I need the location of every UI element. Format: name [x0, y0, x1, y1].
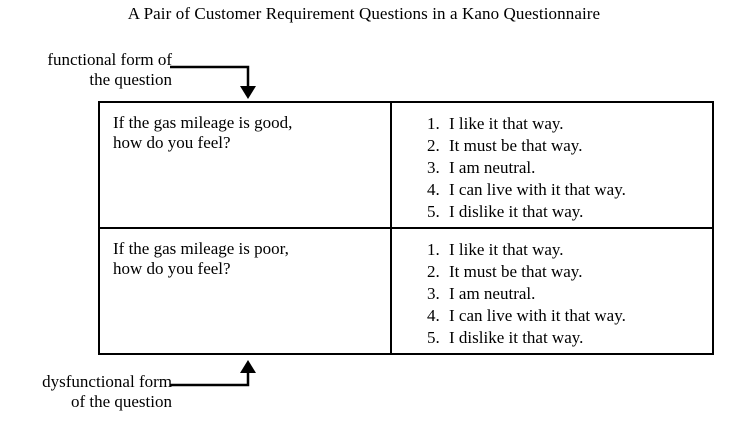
option-label: I am neutral. [449, 158, 536, 177]
question-text-line2: how do you feel? [113, 133, 231, 152]
question-text-line1: If the gas mileage is good, [113, 113, 293, 132]
option-number: 3. [427, 158, 440, 177]
page-title: A Pair of Customer Requirement Questions… [127, 4, 601, 23]
list-item[interactable]: 2. It must be that way. [427, 135, 712, 157]
answer-option-list-functional: 1. I like it that way. 2. It must be that … [392, 103, 712, 223]
option-label: I dislike it that way. [449, 328, 584, 347]
list-item[interactable]: 3. I am neutral. [427, 283, 712, 305]
table-row: If the gas mileage is good, how do you f… [98, 101, 714, 229]
option-label: I am neutral. [449, 284, 536, 303]
list-item[interactable]: 5. I dislike it that way. [427, 201, 712, 223]
option-label: I like it that way. [449, 240, 564, 259]
option-number: 5. [427, 328, 440, 347]
dysfunctional-form-label: dysfunctional form of the question [7, 372, 172, 412]
option-number: 2. [427, 136, 440, 155]
question-text-functional: If the gas mileage is good, how do you f… [100, 103, 390, 153]
question-cell-functional: If the gas mileage is good, how do you f… [98, 101, 392, 229]
answer-option-list-dysfunctional: 1. I like it that way. 2. It must be that … [392, 229, 712, 349]
option-number: 1. [427, 240, 440, 259]
dysfunctional-form-label-line1: dysfunctional form [42, 372, 172, 391]
option-label: It must be that way. [449, 262, 583, 281]
option-number: 5. [427, 202, 440, 221]
functional-form-label-line1: functional form of [47, 50, 172, 69]
option-number: 1. [427, 114, 440, 133]
list-item[interactable]: 1. I like it that way. [427, 239, 712, 261]
list-item[interactable]: 5. I dislike it that way. [427, 327, 712, 349]
option-number: 2. [427, 262, 440, 281]
answer-cell-functional: 1. I like it that way. 2. It must be that … [390, 101, 714, 229]
option-label: I like it that way. [449, 114, 564, 133]
question-table: If the gas mileage is good, how do you f… [98, 101, 714, 355]
list-item[interactable]: 1. I like it that way. [427, 113, 712, 135]
question-cell-dysfunctional: If the gas mileage is poor, how do you f… [98, 227, 392, 355]
list-item[interactable]: 4. I can live with it that way. [427, 305, 712, 327]
functional-form-label-line2: the question [89, 70, 172, 89]
list-item[interactable]: 2. It must be that way. [427, 261, 712, 283]
question-text-dysfunctional: If the gas mileage is poor, how do you f… [100, 229, 390, 279]
option-label: I can live with it that way. [449, 306, 626, 325]
question-text-line2: how do you feel? [113, 259, 231, 278]
question-text-line1: If the gas mileage is poor, [113, 239, 289, 258]
table-row: If the gas mileage is poor, how do you f… [98, 227, 714, 355]
option-number: 4. [427, 306, 440, 325]
list-item[interactable]: 3. I am neutral. [427, 157, 712, 179]
option-number: 3. [427, 284, 440, 303]
list-item[interactable]: 4. I can live with it that way. [427, 179, 712, 201]
option-label: I can live with it that way. [449, 180, 626, 199]
functional-form-label: functional form of the question [7, 50, 172, 90]
dysfunctional-form-label-line2: of the question [70, 392, 172, 411]
option-number: 4. [427, 180, 440, 199]
option-label: It must be that way. [449, 136, 583, 155]
answer-cell-dysfunctional: 1. I like it that way. 2. It must be that … [390, 227, 714, 355]
option-label: I dislike it that way. [449, 202, 584, 221]
